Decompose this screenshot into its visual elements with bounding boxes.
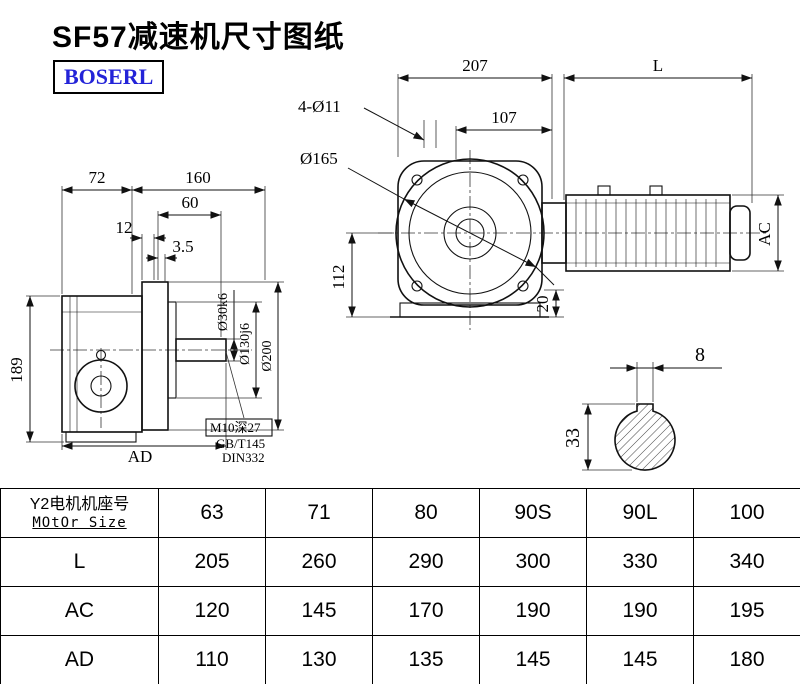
table-cell: 290 [372,537,480,587]
table-cell: 145 [586,635,694,684]
dim-60-label: 60 [182,193,199,212]
table-cell: 300 [479,537,587,587]
dim-107-label: 107 [491,108,517,127]
dim-112-label: 112 [329,265,348,290]
note-m10-label: M10深27 [210,420,261,435]
motor-fins [575,199,717,267]
table-cell: 340 [693,537,800,587]
mounting-flange [141,281,169,431]
table-header-row: Y2电机机座号 MOtOr Size 63 71 80 90S 90L 100 [0,488,800,538]
dim-8-label: 8 [695,344,705,366]
table-cell: 190 [479,586,587,636]
bolt-hole [411,174,423,186]
table-cell: 190 [586,586,694,636]
table-row: AC 120 145 170 190 190 195 [0,586,800,636]
dim-d130-label: Ø130j6 [238,323,253,365]
front-view: 207 L 107 4-Ø11 Ø165 112 [298,56,784,330]
table-cell: 90S [479,488,587,538]
motor-size-header-cn: Y2电机机座号 [29,496,130,514]
dimension-table: Y2电机机座号 MOtOr Size 63 71 80 90S 90L 100 … [0,488,800,684]
motor-bolt [649,185,663,196]
bolt-hole [411,280,423,292]
table-cell: 120 [158,586,266,636]
table-cell: 90L [586,488,694,538]
table-cell: 170 [372,586,480,636]
table-cell: 100 [693,488,800,538]
table-row: AD 110 130 135 145 145 180 [0,635,800,684]
table-cell: 80 [372,488,480,538]
output-bore-inner [90,375,112,397]
bolt-hole [517,174,529,186]
dimension-drawing: 207 L 107 4-Ø11 Ø165 112 [7,56,784,471]
plug [95,349,107,361]
dim-72-label: 72 [89,168,106,187]
row-label-AC: AC [0,586,159,636]
table-cell: 145 [479,635,587,684]
output-shaft [175,338,227,362]
dim-AD-label: AD [128,447,153,466]
dim-AC-label: AC [755,222,774,246]
table-cell: 135 [372,635,480,684]
dim-160-label: 160 [185,168,211,187]
note-frame [205,418,273,437]
dim-12-label: 12 [116,218,133,237]
dim-207-label: 207 [462,56,488,75]
table-cell: 260 [265,537,373,587]
dim-189-label: 189 [7,357,26,383]
table-cell: 195 [693,586,800,636]
table-cell: 145 [265,586,373,636]
note-din-label: DIN332 [222,450,265,465]
housing-ribs [69,296,78,432]
note-gb-label: GB/T145 [216,436,265,451]
dim-L-label: L [653,56,663,75]
table-cell: 330 [586,537,694,587]
table-cell: 130 [265,635,373,684]
table-cell: 110 [158,635,266,684]
row-label-AD: AD [0,635,159,684]
dim-4xd11-label: 4-Ø11 [298,97,341,116]
housing-base [65,431,137,443]
shaft-section-view: 8 33 [562,344,722,471]
flange-circle-165 [395,158,545,308]
table-cell: 71 [265,488,373,538]
row-label-L: L [0,537,159,587]
motor-size-header-cell: Y2电机机座号 MOtOr Size [0,488,159,538]
table-cell: 180 [693,635,800,684]
motor-endcap [729,205,751,261]
dim-d165-label: Ø165 [300,149,338,168]
page-title: SF57减速机尺寸图纸 [52,21,345,54]
bolt-hole [517,280,529,292]
motor-size-header-en: MOtOr Size [32,514,127,531]
side-view: 72 160 60 12 3.5 189 [7,168,284,466]
dim-d30-label: Ø30k6 [216,293,231,331]
dim-d200-label: Ø200 [260,340,275,371]
table-cell: 63 [158,488,266,538]
table-row: L 205 260 290 300 330 340 [0,537,800,587]
dim-20-label: 20 [533,296,552,313]
dim-33-label: 33 [562,428,584,448]
motor-bolt [597,185,611,196]
brand-logo: BOSERL [53,60,165,94]
table-cell: 205 [158,537,266,587]
dim-3-5-label: 3.5 [172,237,193,256]
shaft-section [614,403,676,471]
